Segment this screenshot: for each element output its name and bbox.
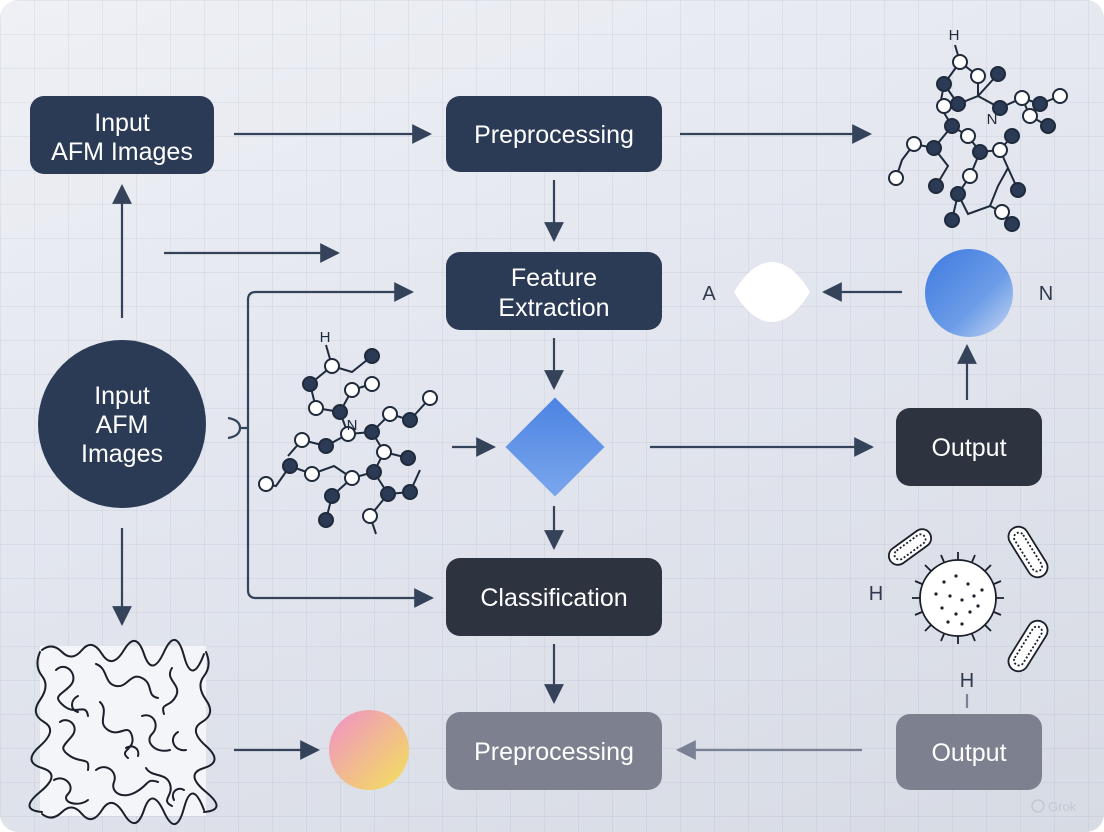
label-h-output: H [960,670,974,692]
node-feature-line2: Extraction [498,294,609,322]
grok-logo-watermark: Grok [1031,799,1077,814]
label-a: A [702,283,716,305]
node-preprocessing-top-label: Preprocessing [474,121,634,149]
label-n: N [1039,283,1053,305]
afm-texture-icon [28,639,218,825]
arrow-branch-to-feature [246,282,414,428]
watermark-text: Grok [1048,799,1077,814]
node-output-bottom[interactable]: Output [896,714,1042,790]
node-preprocessing-bottom-label: Preprocessing [474,738,634,766]
node-output-mid[interactable]: Output [896,408,1042,486]
white-circle [734,262,810,322]
node-preprocessing-top[interactable]: Preprocessing [446,96,662,172]
node-feature-line1: Feature [511,264,597,292]
brace-connector [227,416,248,440]
molecule-left-label-n: N [347,417,358,434]
node-classification[interactable]: Classification [446,558,662,636]
node-circle-line1: Input [94,382,150,410]
node-circle-line3: Images [81,440,163,468]
node-feature-extraction[interactable]: Feature Extraction [446,252,662,330]
node-input-afm-images-circle[interactable]: Input AFM Images [38,340,206,508]
molecule-top-icon [888,44,1068,232]
arrow-branch-to-classification [246,428,434,608]
node-input-afm-images-top[interactable]: Input AFM Images [30,96,214,174]
bacterium-icon-right [1007,525,1049,579]
molecule-left-icon [258,344,438,535]
arrows [112,124,977,760]
bacterium-icon-bottom [1007,619,1049,673]
node-output-bottom-label: Output [931,739,1006,767]
virus-icon [912,552,1004,644]
node-circle-line2: AFM [96,411,149,439]
node-input-top-line2: AFM Images [51,138,193,166]
molecule-top-label-h: H [949,27,960,44]
gradient-circle [329,710,409,790]
blue-circle [925,249,1013,337]
bacterium-icon-left [887,528,933,566]
molecule-left-label-h: H [320,329,331,346]
molecule-top-label-n: N [987,111,998,128]
node-preprocessing-bottom[interactable]: Preprocessing [446,712,662,790]
node-classification-label: Classification [480,584,627,612]
node-input-top-line1: Input [94,109,150,137]
decision-diamond[interactable] [505,397,605,497]
node-output-mid-label: Output [931,434,1006,462]
label-h-microbes: H [869,583,883,605]
